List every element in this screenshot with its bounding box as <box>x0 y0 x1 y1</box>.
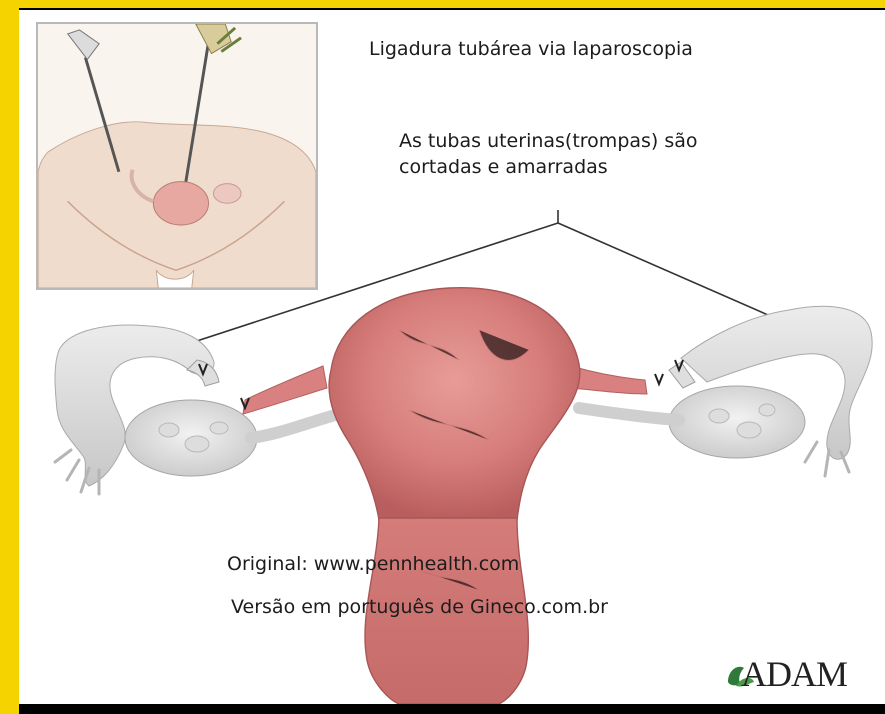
laparoscopy-inset <box>36 22 318 290</box>
credit-original: Original: www.pennhealth.com <box>227 553 519 575</box>
diagram-canvas: Ligadura tubárea via laparoscopia As tub… <box>19 10 885 704</box>
adam-logo-text: ADAM <box>741 653 847 695</box>
callout-line-2: cortadas e amarradas <box>399 154 698 180</box>
right-ovary <box>579 386 805 458</box>
credit-version: Versão em português de Gineco.com.br <box>231 596 608 618</box>
uterus <box>243 288 647 704</box>
callout-text: As tubas uterinas(trompas) são cortadas … <box>399 128 698 180</box>
abdomen-illustration <box>38 24 316 288</box>
left-ovary <box>125 400 339 476</box>
callout-line-1: As tubas uterinas(trompas) são <box>399 128 698 154</box>
diagram-title: Ligadura tubárea via laparoscopia <box>369 38 693 60</box>
